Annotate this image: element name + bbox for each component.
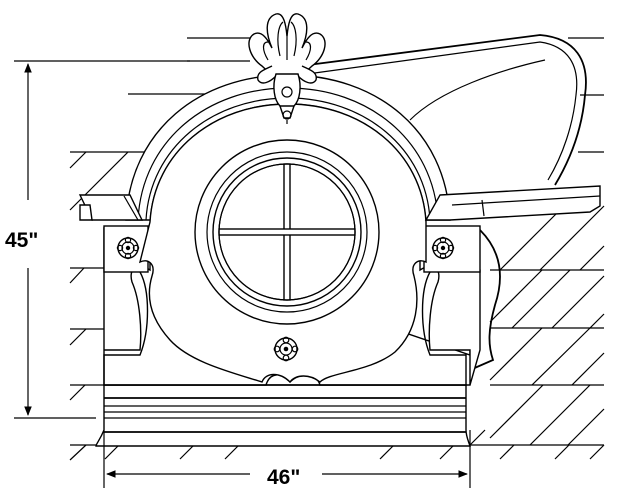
- width-dimension-label: 46": [267, 466, 300, 489]
- roof-hatching: [69, 37, 605, 461]
- rosette-right-icon: [431, 236, 455, 260]
- rosette-bottom-icon: [273, 336, 299, 362]
- anthemion-ornament-icon: [248, 13, 326, 124]
- dormer-body: [78, 74, 601, 447]
- dormer-barrel-roof: [299, 34, 587, 371]
- height-dimension-label: 45": [5, 229, 38, 252]
- rosette-left-icon: [116, 236, 140, 260]
- width-dimension: 46": [103, 430, 471, 489]
- height-dimension: 45": [5, 60, 190, 419]
